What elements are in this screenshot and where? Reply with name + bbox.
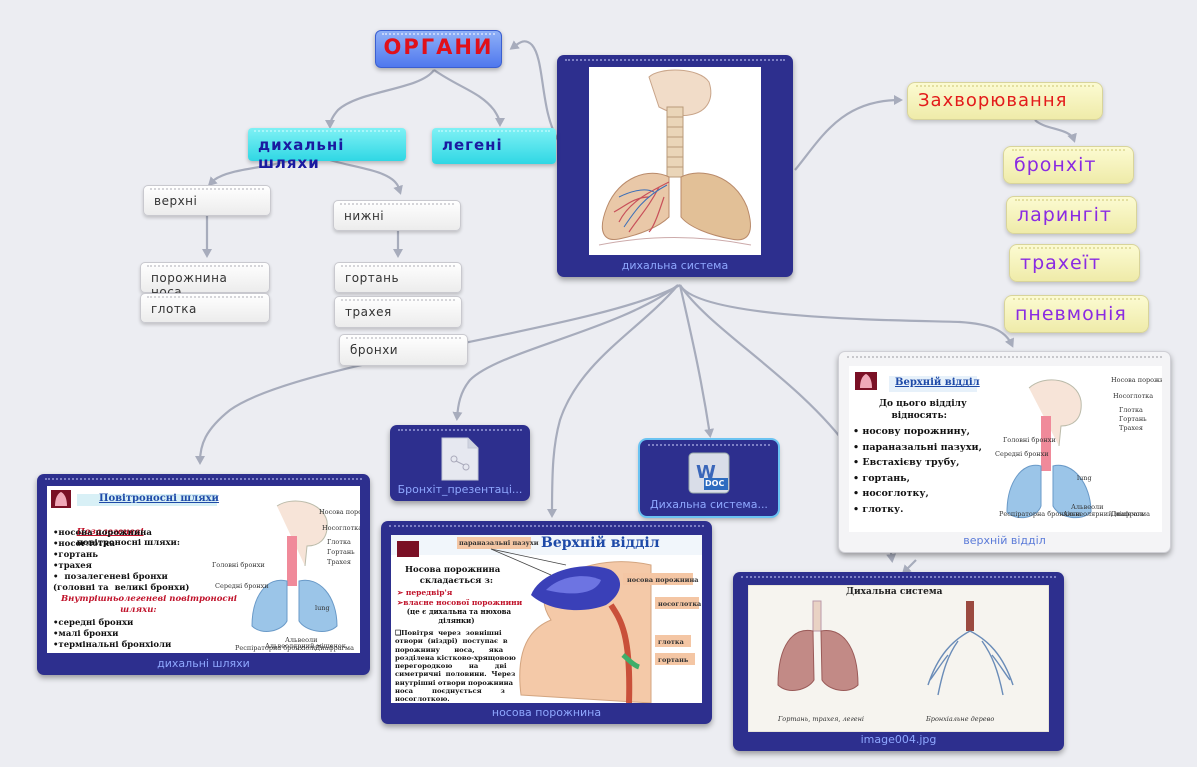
link-center-doc [680,285,710,435]
link-center-pres [457,285,678,418]
slide-airways-title: Повітроносні шляхи [99,493,219,504]
slide-nasal-text2: (це є дихальна та нюхова ділянки) [397,607,511,625]
doc-attachment[interactable]: W DOC Дихальна система... [640,440,778,516]
presentation-attachment[interactable]: Бронхіт_презентаці... [390,425,530,501]
center-card[interactable]: дихальна система [557,55,793,277]
slide-nasal-text1: Носова порожнина складається з: [405,565,500,587]
s3-label-3: Гортань [1119,415,1147,423]
slide-nasal-card[interactable]: Верхній відділ параназальні пазухи Носов… [381,521,712,724]
slide-nasal: Верхній відділ параназальні пазухи Носов… [391,535,702,703]
leaf-lower[interactable]: нижні [333,200,461,231]
s2-tag-3: гортань [658,656,688,664]
s2-tag-2: глотка [658,638,684,646]
diseases-title[interactable]: Захворювання [907,82,1103,120]
s3-label-1: Носоглотка [1113,392,1153,400]
s1-label-5: Головні бронхи [212,561,265,569]
image004-right-caption: Бронхіальне дерево [926,715,994,723]
s3-label-11: lung [1077,474,1092,482]
s3-label-4: Трахея [1119,424,1143,432]
link-center-root [512,41,558,140]
doc-label: DOC [705,479,724,488]
lungs-illustration [589,67,761,255]
s3-label-0: Носова порожнина [1111,376,1162,384]
slide-airways-list2: •середні бронхи •малі бронхи •термінальн… [53,618,171,651]
image004: Дихальна система Гортань, трахея, легені… [748,585,1049,732]
s3-label-5: Головні бронхи [1003,436,1056,444]
doc-caption: Дихальна система... [640,498,778,511]
s3-label-6: Середні бронхи [995,450,1049,458]
slide-nasal-title: Верхній відділ [541,535,660,551]
slide-nasal-caption: носова порожнина [381,706,712,719]
respiratory-system-image [589,67,761,255]
branch-lungs[interactable]: легені [432,128,556,164]
s2-tag-0: носова порожнина [627,576,698,584]
slide-upper-title: Верхній відділ [895,377,980,388]
s1-label-6: Середні бронхи [215,582,269,590]
leaf-upper[interactable]: верхні [143,185,271,216]
leaf-larynx[interactable]: гортань [334,262,462,293]
leaf-trachea[interactable]: трахея [334,296,462,328]
branch-airways[interactable]: дихальні шляхи [248,128,406,161]
link-root-lungs [434,70,500,124]
s1-label-0: Носова порожнина [319,508,360,516]
slide-upper: Верхній відділ До цього відділу відносят… [849,366,1162,532]
disease-bronchitis[interactable]: бронхіт [1003,146,1134,184]
link-diseases-items [1035,120,1074,140]
image004-art [748,585,1049,732]
slide-airways-sub2: Внутрішньолегеневі повітроносні шляхи: [61,594,237,616]
slide-upper-caption: верхній відділ [839,534,1170,547]
s1-label-3: Гортань [327,548,355,556]
s1-label-10: Респіраторна бронхіола [235,644,317,652]
s3-label-2: Глотка [1119,406,1143,414]
s2-tag-1: носоглотка [658,600,701,608]
root-organs[interactable]: ОРГАНИ [375,30,502,68]
slide-upper-intro: До цього відділу відносять: [879,398,967,422]
image004-left-caption: Гортань, трахея, легені [778,715,864,723]
s1-label-4: Трахея [327,558,351,566]
s3-label-10: Респіраторна бронхіола [999,510,1081,518]
image004-caption: image004.jpg [733,733,1064,746]
slide-upper-card[interactable]: Верхній відділ До цього відділу відносят… [838,351,1171,553]
slide-airways-card[interactable]: Повітроносні шляхи Позалегеневі повітрон… [37,474,370,675]
disease-pneumonia[interactable]: пневмонія [1004,295,1149,333]
slide-upper-list: • носову порожнину, • параназальні пазух… [853,424,982,517]
leaf-bronchi[interactable]: бронхи [339,334,468,366]
link-center-diseases [795,100,900,170]
disease-tracheitis[interactable]: трахеїт [1009,244,1140,282]
disease-laryngitis[interactable]: ларингіт [1006,196,1137,234]
leaf-nasal-cavity[interactable]: порожнина носа [140,262,270,293]
slide-nasal-text3: ❑Повітря через зовнішні отвори (ніздрі) … [395,629,516,703]
s1-label-2: Глотка [327,538,351,546]
image004-card[interactable]: Дихальна система Гортань, трахея, легені… [733,572,1064,751]
s1-label-1: Носоглотка [322,524,360,532]
s2-tag-paranasal: параназальні пазухи [459,539,539,547]
leaf-pharynx[interactable]: глотка [140,293,270,323]
s1-label-11: lung [315,604,330,612]
link-root-airways [330,70,434,126]
presentation-caption: Бронхіт_презентаці... [390,483,530,496]
center-caption: дихальна система [557,259,793,272]
slide-airways-caption: дихальні шляхи [37,657,370,670]
image004-title: Дихальна система [846,587,942,597]
presentation-file-icon [440,437,480,481]
slide-airways: Повітроносні шляхи Позалегеневі повітрон… [47,486,360,653]
link-airways-lower [330,160,400,192]
word-doc-icon: W DOC [688,452,730,494]
slide-airways-list1: •носова порожнина •носоглотка •гортань •… [53,528,189,594]
link-s3-s4 [904,560,916,572]
